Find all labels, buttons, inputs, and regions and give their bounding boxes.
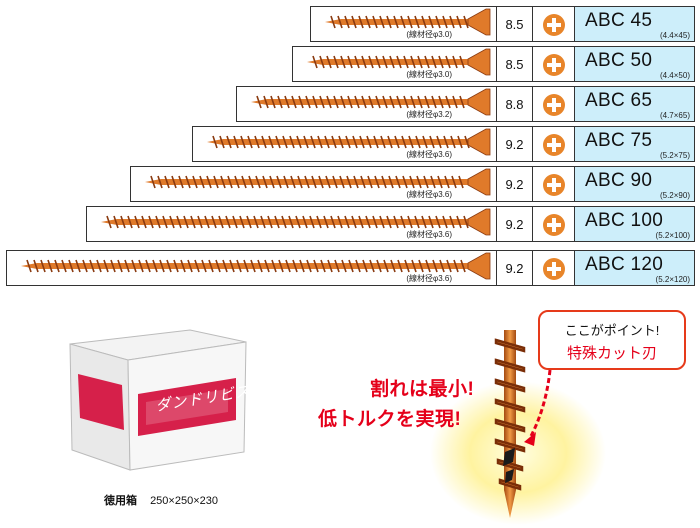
drive-type-cell: [533, 86, 575, 122]
drive-type-cell: [533, 126, 575, 162]
screw-image-cell: (線材径φ3.6): [130, 166, 497, 202]
point-callout: ここがポイント! 特殊カット刃: [538, 310, 686, 370]
wood-screw-icon: [251, 88, 491, 116]
screw-image-cell: (線材径φ3.2): [236, 86, 497, 122]
callout-arrow-icon: [524, 369, 552, 446]
model-cell: ABC 75 (5.2×75): [575, 126, 695, 162]
phillips-plus-icon: [543, 258, 565, 280]
box-illustration: [69, 329, 247, 471]
callout-heading: ここがポイント!: [564, 323, 660, 338]
wood-screw-icon: [307, 48, 491, 76]
phillips-plus-icon: [543, 174, 565, 196]
head-diameter-value: 8.8: [497, 86, 533, 122]
wire-diameter-label: (線材径φ3.0): [406, 30, 452, 39]
claim-low-torque: 低トルクを実現!: [318, 409, 462, 430]
wood-screw-icon: [145, 168, 491, 196]
model-name: ABC 90: [585, 170, 653, 191]
phillips-plus-icon: [543, 94, 565, 116]
drive-type-cell: [533, 206, 575, 242]
phillips-plus-icon: [543, 214, 565, 236]
cutting-tip-screw-icon: [494, 330, 526, 518]
model-cell: ABC 65 (4.7×65): [575, 86, 695, 122]
burst-glow: [430, 381, 606, 525]
screw-image-cell: (線材径φ3.6): [6, 250, 497, 286]
screw-row: (線材径φ3.6) 9.2 ABC 100(5.2×100): [0, 206, 700, 244]
wood-screw-icon: [21, 252, 491, 280]
head-diameter-value: 9.2: [497, 250, 533, 286]
phillips-plus-icon: [543, 54, 565, 76]
head-diameter-value: 9.2: [497, 166, 533, 202]
model-cell: ABC 100(5.2×100): [575, 206, 695, 242]
screw-image-cell: (線材径φ3.0): [292, 46, 497, 82]
model-size: (5.2×120): [655, 275, 690, 284]
wire-diameter-label: (線材径φ3.6): [406, 150, 452, 159]
screw-row: (線材径φ3.0) 8.5 ABC 45 (4.4×45): [0, 6, 700, 44]
model-name: ABC 75: [585, 130, 653, 151]
box-caption-dims: 250×250×230: [150, 495, 218, 507]
model-size: (5.2×90): [659, 191, 690, 200]
wire-diameter-label: (線材径φ3.0): [406, 70, 452, 79]
wood-screw-icon: [207, 128, 491, 156]
head-diameter-value: 8.5: [497, 46, 533, 82]
model-name: ABC 100: [585, 210, 664, 231]
screw-row: (線材径φ3.6) 9.2 ABC 90 (5.2×90): [0, 166, 700, 204]
model-cell: ABC 45 (4.4×45): [575, 6, 695, 42]
claim-minimal-splitting: 割れは最小!: [370, 379, 475, 400]
drive-type-cell: [533, 46, 575, 82]
model-size: (4.4×50): [659, 71, 690, 80]
model-name: ABC 45: [585, 10, 653, 31]
phillips-plus-icon: [543, 14, 565, 36]
box-caption: 徳用箱 250×250×230: [104, 492, 218, 508]
model-size: (5.2×75): [659, 151, 690, 160]
wood-screw-icon: [325, 8, 491, 36]
callout-feature-name: 特殊カット刃: [566, 345, 657, 362]
head-diameter-value: 8.5: [497, 6, 533, 42]
wire-diameter-label: (線材径φ3.6): [406, 190, 452, 199]
head-diameter-value: 9.2: [497, 126, 533, 162]
wire-diameter-label: (線材径φ3.6): [406, 230, 452, 239]
drive-type-cell: [533, 166, 575, 202]
drive-type-cell: [533, 250, 575, 286]
model-cell: ABC 120(5.2×120): [575, 250, 695, 286]
screw-row: (線材径φ3.6) 9.2 ABC 120(5.2×120): [0, 250, 700, 288]
screw-row: (線材径φ3.2) 8.8 ABC 65 (4.7×65): [0, 86, 700, 124]
feature-highlight: 割れは最小! 低トルクを実現! ここがポイント! 特殊カット刃: [300, 300, 700, 525]
phillips-plus-icon: [543, 134, 565, 156]
model-cell: ABC 90 (5.2×90): [575, 166, 695, 202]
wood-screw-icon: [101, 208, 491, 236]
screw-row: (線材径φ3.0) 8.5 ABC 50 (4.4×50): [0, 46, 700, 84]
screw-image-cell: (線材径φ3.0): [310, 6, 497, 42]
model-size: (4.7×65): [659, 111, 690, 120]
box-caption-title: 徳用箱: [104, 495, 137, 507]
model-name: ABC 120: [585, 254, 664, 275]
model-name: ABC 65: [585, 90, 653, 111]
model-cell: ABC 50 (4.4×50): [575, 46, 695, 82]
screw-image-cell: (線材径φ3.6): [86, 206, 497, 242]
head-diameter-value: 9.2: [497, 206, 533, 242]
model-name: ABC 50: [585, 50, 653, 71]
wire-diameter-label: (線材径φ3.6): [406, 274, 452, 283]
screw-row: (線材径φ3.6) 9.2 ABC 75 (5.2×75): [0, 126, 700, 164]
screw-image-cell: (線材径φ3.6): [192, 126, 497, 162]
wire-diameter-label: (線材径φ3.2): [406, 110, 452, 119]
product-box-image: ダンドリビス: [58, 312, 258, 472]
drive-type-cell: [533, 6, 575, 42]
model-size: (4.4×45): [659, 31, 690, 40]
model-size: (5.2×100): [655, 231, 690, 240]
